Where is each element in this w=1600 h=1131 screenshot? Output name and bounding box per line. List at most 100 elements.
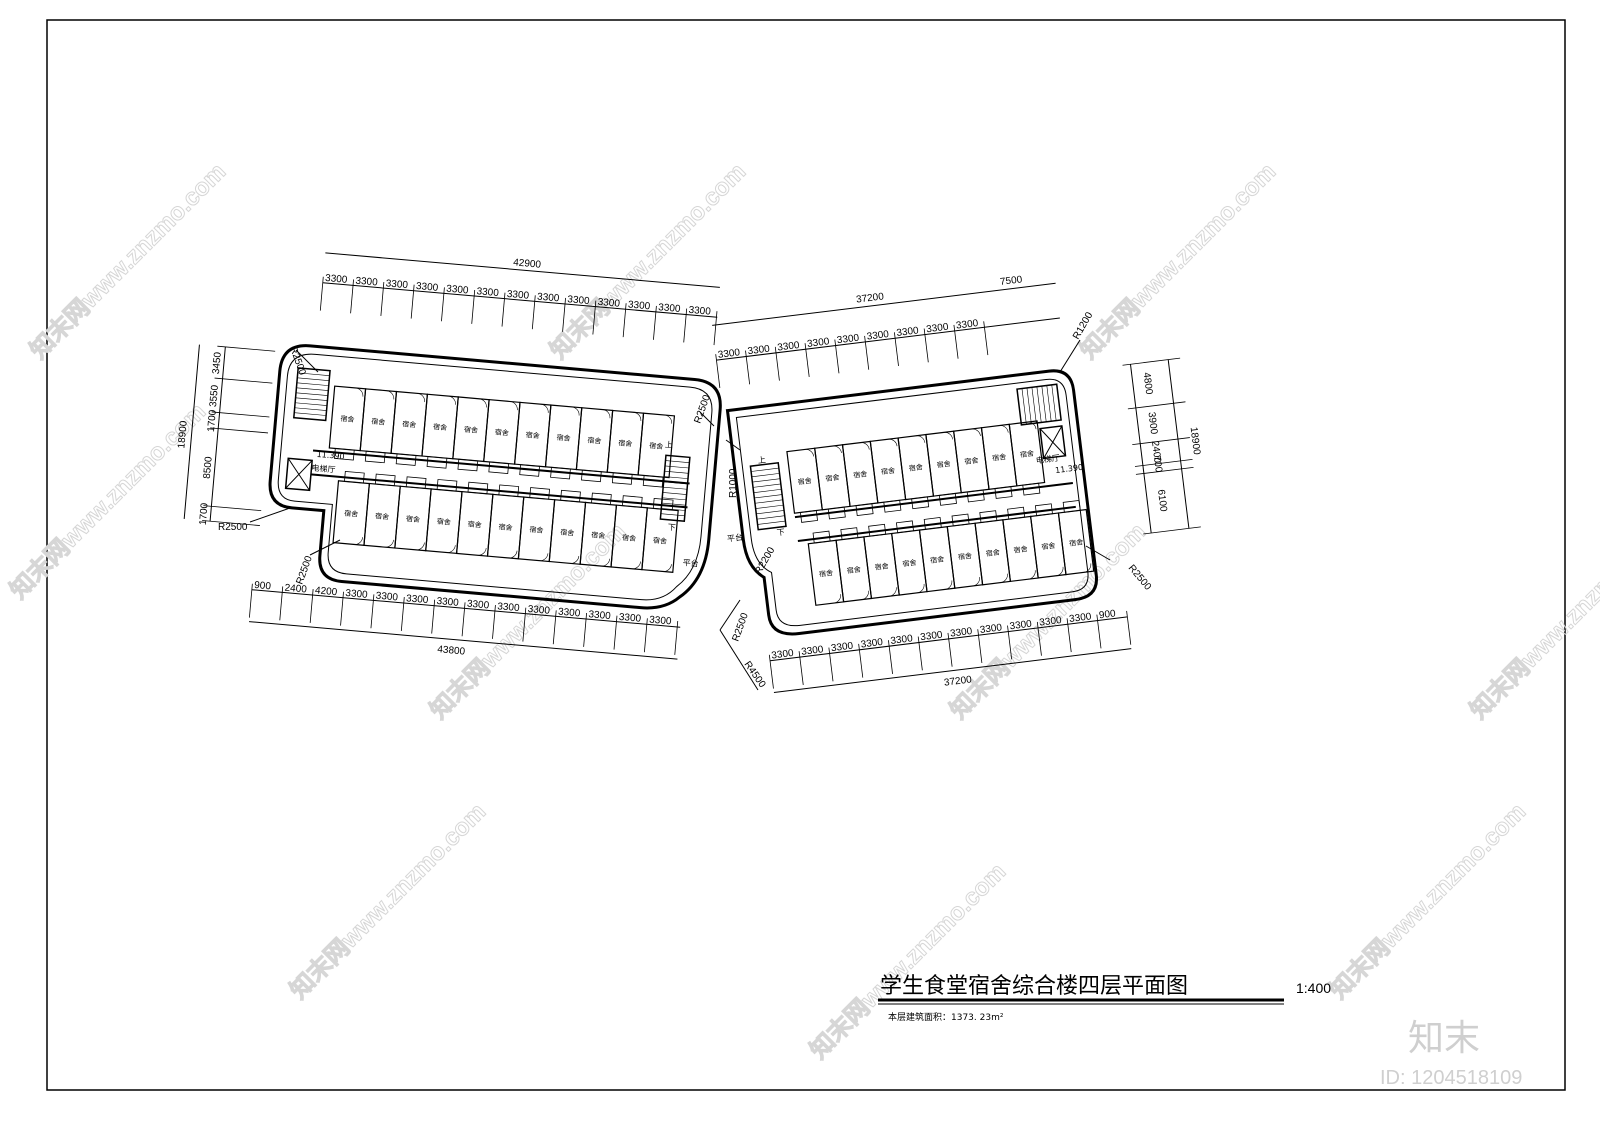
stair-tread [297, 377, 330, 381]
room-label: 宿舍 [402, 419, 417, 429]
left-elevator [284, 457, 313, 492]
room-balcony [1022, 482, 1041, 496]
dim-tick [715, 354, 721, 388]
room-label: 宿舍 [560, 527, 575, 537]
dim-tick [461, 602, 466, 637]
room-balcony [840, 527, 859, 541]
stair-tread [1031, 387, 1037, 424]
door-swing [477, 547, 487, 556]
dim-value: 3300 [747, 344, 771, 358]
stair-tread [1051, 384, 1057, 421]
dim-tick [893, 332, 899, 367]
door-swing [633, 411, 642, 421]
dim-tick [674, 620, 679, 655]
right-elevator-hall-label: 电梯厅 [1035, 452, 1060, 465]
dim-tick [531, 295, 536, 330]
door-swing [601, 558, 611, 567]
dim-value: 3300 [830, 641, 854, 655]
stair-tread [296, 382, 329, 386]
room-label: 宿舍 [464, 425, 479, 435]
door-swing [833, 594, 841, 604]
room-balcony [923, 517, 942, 530]
dim-value: 3300 [618, 612, 642, 625]
door-swing [804, 449, 814, 457]
dim-value: 3300 [920, 630, 944, 644]
room-balcony [467, 481, 489, 495]
dim-tick [1066, 618, 1072, 653]
room-label: 宿舍 [653, 535, 668, 545]
radius-label: R2500 [287, 345, 308, 377]
stair-tread [661, 508, 686, 511]
sheet-border [46, 19, 1566, 1091]
room-balcony [426, 456, 448, 469]
dim-value: 3300 [688, 305, 712, 318]
room-balcony [812, 530, 831, 544]
room-label: 宿舍 [375, 511, 390, 521]
dim-value: 3450 [211, 351, 224, 375]
dim-value: 3300 [385, 278, 409, 291]
watermark-text: 知末网www.znzmo.com [285, 798, 491, 1004]
dim-value: 3300 [416, 281, 440, 294]
dim-value: 3300 [658, 302, 682, 315]
room-label: 宿舍 [930, 554, 945, 565]
room-balcony [951, 513, 970, 527]
watermark-text: 知末网www.znzmo.com [805, 858, 1011, 1064]
room-balcony [966, 489, 985, 503]
dim-tick [431, 599, 436, 634]
dim-value: 3300 [436, 596, 460, 609]
door-swing [509, 401, 518, 411]
stair-tread [662, 492, 687, 495]
room-balcony [519, 464, 540, 477]
dim-value: 3300 [890, 633, 914, 647]
dim-right-side-total: 18900 [1188, 426, 1202, 455]
stair-tread [757, 520, 786, 525]
dim-value: 3300 [325, 273, 349, 286]
dim-value: 3300 [866, 329, 890, 343]
stair-tread [660, 513, 685, 517]
room-label: 宿舍 [936, 459, 951, 470]
dim-tick [210, 427, 269, 434]
room-label: 宿舍 [992, 452, 1007, 463]
door-swing [944, 580, 953, 590]
dim-value: 3300 [1009, 619, 1033, 633]
dim-value: 3300 [527, 604, 551, 617]
door-swing [386, 390, 395, 400]
door-swing [417, 393, 425, 403]
dim-tick [1036, 621, 1042, 656]
door-swing [1028, 570, 1036, 580]
dim-value: 3300 [355, 276, 379, 289]
dim-value: 900 [1098, 608, 1116, 621]
room-balcony [652, 497, 674, 511]
room-balcony [799, 510, 818, 523]
room-balcony [395, 453, 417, 466]
dim-tick [552, 610, 557, 645]
stair-tread [755, 504, 784, 509]
room-balcony [883, 499, 902, 513]
dim-left-side-total: 18900 [176, 420, 189, 449]
room-balcony [333, 448, 355, 461]
dim-value: 3300 [771, 648, 795, 662]
dim-value: 2400 [284, 583, 308, 596]
stair-tread [1021, 388, 1027, 425]
room-label: 宿舍 [649, 441, 664, 451]
dim-tick [410, 284, 415, 319]
room-balcony [979, 510, 998, 523]
dim-left-bottom-total: 43800 [437, 644, 466, 657]
right-platform-label: 平台 [726, 532, 743, 544]
drawing-title: 学生食堂宿舍综合楼四层平面图 [880, 974, 1188, 999]
dim-left-top-total: 42900 [513, 257, 542, 270]
dim-value: 3300 [649, 615, 673, 628]
room-label: 宿舍 [874, 561, 889, 572]
watermark-text: 知末网www.znzmo.com [1075, 158, 1281, 364]
room-label: 宿舍 [1013, 544, 1028, 555]
door-swing [540, 403, 549, 413]
dim-value: 3300 [1069, 611, 1093, 625]
door-swing [971, 428, 981, 437]
stair-tread [297, 372, 330, 376]
stair-tread [752, 483, 781, 488]
room-label: 宿舍 [902, 558, 917, 569]
stair-tread [1046, 385, 1052, 422]
door-swing [664, 414, 673, 424]
